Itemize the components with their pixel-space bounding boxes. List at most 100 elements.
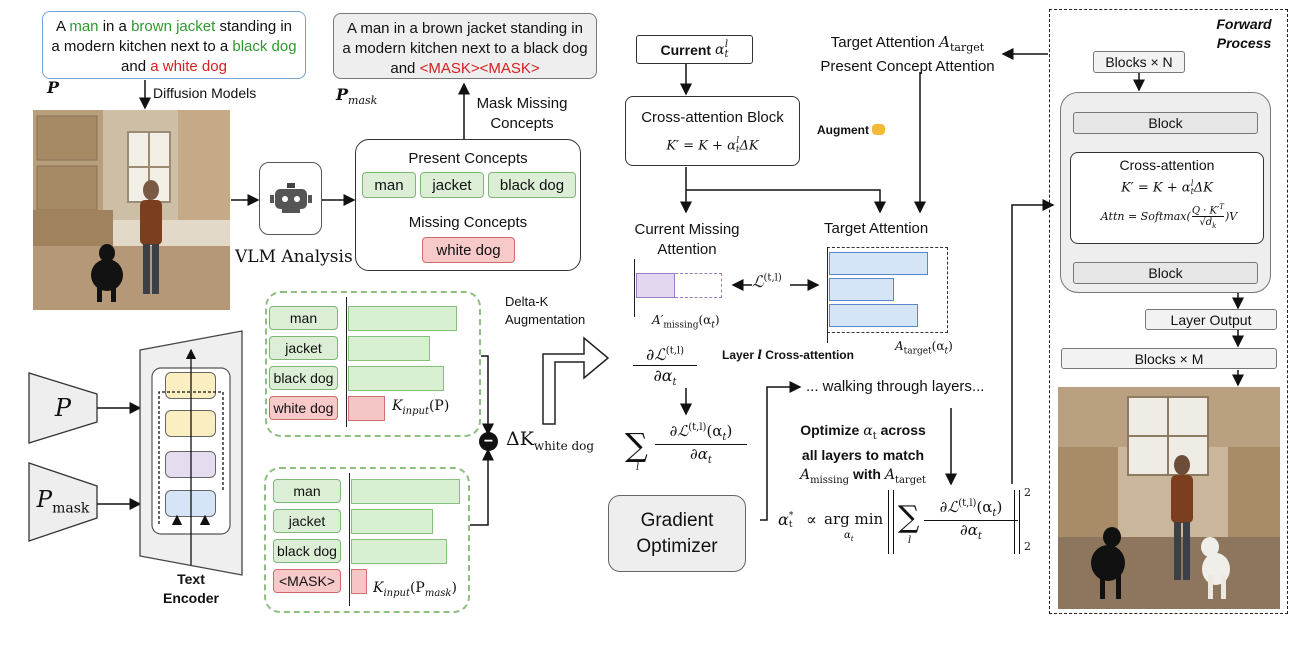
kinput-bar [351,539,447,564]
kinput-bar [348,336,430,361]
kinput-token-chip: man [273,479,341,503]
kinput-bar [348,396,385,421]
current-missing-caption: A′missing(αt) [652,313,720,331]
forward-cross-title: Cross-attention [1119,157,1215,173]
kinput-token-chip: black dog [273,539,341,563]
input-pmask-shape [28,462,98,542]
kinput-bottom-group [264,467,470,613]
loss-label: ℒ(t,l) [752,272,782,291]
missing-axis [634,259,636,317]
vlm-robot-box [259,162,322,235]
kinput-token-chip: <MASK> [273,569,341,593]
blocks-n-box: Blocks × N [1093,51,1185,73]
output-image [1058,387,1280,609]
kinput-top-group [265,291,481,437]
prompt-segment: black dog [232,38,297,55]
cross-attention-title: Cross-attention Block [641,109,784,126]
gradient-fraction: ∂ℒ(t,l) ∂αt [633,345,697,388]
mask-tokens: <MASK><MASK> [419,60,540,77]
generated-image [33,110,230,310]
prompt-text: A man in a brown jacket standing in a mo… [51,18,296,75]
output-kitchen-scene-illustration [1058,387,1280,609]
target-attention-caption: Atarget(αt) [895,339,953,357]
target-bar [829,278,894,301]
forward-eq2: Attn = Softmax( Q · K′T √dk )V [1100,203,1238,231]
kinput-bottom-axis [349,473,351,606]
target-bar [829,252,928,275]
arrow-optimizer-to-walking [760,381,802,521]
prompt-segment: a white dog [150,58,227,75]
walking-label: ... walking through layers... [806,378,985,395]
missing-bar-fill [636,273,675,298]
augment-label: Augment [817,123,886,137]
blocks-m-box: Blocks × M [1061,348,1277,369]
delta-k-white-dog: ΔKwhite dog [506,428,595,453]
prompt-box: A man in a brown jacket standing in a mo… [42,11,306,79]
concept-chip-white-dog: white dog [422,237,515,263]
optimize-text: Optimize αt across all layers to match A… [799,422,927,486]
kinput-bar [351,509,433,534]
kinput-bar [351,569,367,594]
kinput-token-chip: jacket [269,336,338,360]
concepts-box: Present Concepts man jacket black dog Mi… [355,139,581,271]
arrow-kinput-bottom-to-minus [470,448,494,526]
encoder-input-p: P [28,372,98,444]
target-bar [829,304,918,327]
encoder-flow-arrows [158,348,224,565]
vlm-label: VLM Analysis [235,247,353,267]
input-p-shape [28,372,98,444]
missing-concepts-title: Missing Concepts [408,214,528,231]
prompt-segment: and [121,58,151,75]
prompt-segment: man [69,18,99,35]
bent-arrow-icon [542,336,610,425]
prompt-segment: brown jacket [131,18,216,35]
argmin-formula: α*t ∝ arg min αt ∑ l ∂ℒ(t,l)(αt) ∂αt 2 2 [778,486,1031,554]
mask-missing-label: Mask Missing Concepts [476,95,568,132]
gradient-optimizer-box: Gradient Optimizer [608,495,746,572]
forward-block-top: Block [1073,112,1258,134]
prompt-segment: A [55,18,70,35]
kinput-token-chip: man [269,306,338,330]
prompt-label: P [47,78,60,97]
prompt-segment: standing in a modern kitchen next to a [51,18,293,55]
current-missing-title: Current Missing Attention [634,221,740,258]
input-p-text: P [54,394,72,422]
robot-icon [269,182,312,213]
encoder-input-pmask: Pmask [28,462,98,542]
diffusion-label: Diffusion Models [153,85,257,101]
present-concepts-title: Present Concepts [408,150,528,167]
concept-chip-jacket: jacket [420,172,484,198]
target-attention-title: Target Attention [824,220,929,237]
kinput-bar [348,366,444,391]
kinput-top-label: Kinput(P) [392,398,450,417]
minus-circle-icon: − [479,432,498,451]
arrow-argmin-to-forward [1011,199,1055,484]
layer-cross-attention-label: Layer l Cross-attention [722,348,854,362]
masked-prompt-text: A man in a brown jacket standing in a mo… [342,20,588,77]
layer-output-box: Layer Output [1145,309,1277,330]
forward-process-panel [1049,9,1288,614]
text-encoder-title: Text Encoder [162,571,219,606]
concept-chip-man: man [362,172,416,198]
prompt-segment: in a [98,18,132,35]
target-axis [827,247,829,343]
kinput-bottom-label: Kinput(Pmask) [373,580,457,599]
fist-icon [872,124,886,135]
concept-chip-black-dog: black dog [488,172,576,198]
delta-k-label: Delta-K Augmentation [505,294,586,327]
masked-prompt-label: Pmask [336,85,378,108]
masked-prompt-box: A man in a brown jacket standing in a mo… [333,13,597,79]
kinput-token-chip: black dog [269,366,338,390]
kinput-token-chip: jacket [273,509,341,533]
kitchen-scene-illustration [33,110,230,310]
kinput-token-chip: white dog [269,396,338,420]
input-pmask-text: Pmask [36,487,90,517]
kinput-bar [348,306,457,331]
kinput-bar [351,479,460,504]
